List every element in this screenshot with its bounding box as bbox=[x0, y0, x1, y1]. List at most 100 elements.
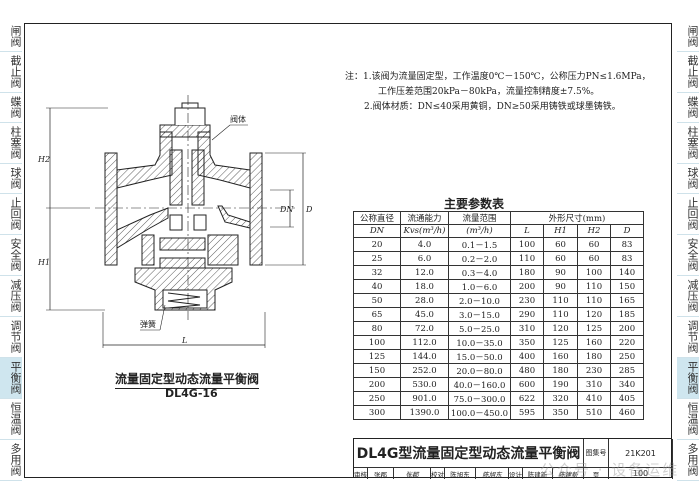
dim-l: L bbox=[181, 336, 187, 345]
category-tab[interactable]: 柱塞阀 bbox=[677, 123, 699, 164]
table-cell: 200 bbox=[353, 377, 401, 392]
category-tab[interactable]: 平衡阀 bbox=[677, 358, 699, 399]
drawing-model: DL4G-16 bbox=[165, 387, 218, 400]
category-tab[interactable]: 柱塞阀 bbox=[0, 123, 22, 164]
category-tab[interactable]: 止回阀 bbox=[677, 194, 699, 235]
table-cell: 90 bbox=[543, 265, 578, 280]
category-tab[interactable]: 蝶阀 bbox=[0, 93, 22, 123]
table-cell: 285 bbox=[610, 363, 644, 378]
header-range-sub: (m³/h) bbox=[448, 224, 511, 238]
note-2: 2.阀体材质：DN≤40采用黄铜，DN≥50采用铸铁或球墨铸铁。 bbox=[364, 102, 621, 112]
table-cell: 20.0－80.0 bbox=[448, 363, 511, 378]
table-cell: 180 bbox=[577, 349, 611, 364]
category-tab[interactable]: 球阀 bbox=[677, 164, 699, 194]
check-label: 校对 bbox=[431, 468, 445, 479]
category-tab[interactable]: 蝶阀 bbox=[677, 93, 699, 123]
category-tab[interactable]: 截止阀 bbox=[0, 52, 22, 93]
table-cell: 28.0 bbox=[400, 293, 449, 308]
header-dn: 公称直径 bbox=[353, 211, 401, 225]
header-d: D bbox=[610, 224, 644, 238]
left-flange bbox=[104, 152, 118, 266]
header-kvs-sub: Kvs(m³/h) bbox=[400, 224, 449, 238]
table-cell: 190 bbox=[543, 377, 578, 392]
table-cell: 0.2－2.0 bbox=[448, 251, 511, 266]
category-tab[interactable]: 减压阀 bbox=[677, 276, 699, 317]
category-tab[interactable]: 截止阀 bbox=[677, 52, 699, 93]
table-cell: 0.1－1.5 bbox=[448, 237, 511, 252]
table-cell: 110 bbox=[543, 293, 578, 308]
category-tab[interactable]: 安全阀 bbox=[677, 235, 699, 276]
table-cell: 110 bbox=[577, 279, 611, 294]
table-cell: 150 bbox=[353, 363, 401, 378]
table-cell: 480 bbox=[510, 363, 544, 378]
table-cell: 112.0 bbox=[400, 335, 449, 350]
dim-h2: H2 bbox=[37, 155, 50, 164]
watermark: 公众号 · 设备运维 bbox=[540, 461, 680, 479]
spring bbox=[167, 292, 201, 309]
category-tab[interactable]: 恒温阀 bbox=[677, 399, 699, 440]
category-tab[interactable]: 安全阀 bbox=[0, 235, 22, 276]
table-cell: 100.0－450.0 bbox=[448, 405, 511, 420]
table-cell: 60 bbox=[543, 251, 578, 266]
category-tab[interactable]: 调节阀 bbox=[0, 317, 22, 358]
category-tab[interactable]: 球阀 bbox=[0, 164, 22, 194]
table-cell: 405 bbox=[610, 391, 644, 406]
table-cell: 60 bbox=[577, 237, 611, 252]
table-cell: 185 bbox=[610, 307, 644, 322]
table-cell: 595 bbox=[510, 405, 544, 420]
category-tab[interactable]: 多用阀 bbox=[677, 440, 699, 481]
label-valve-body: 阀体 bbox=[230, 114, 246, 124]
header-range: 流量范围 bbox=[448, 211, 511, 225]
table-cell: 100 bbox=[510, 237, 544, 252]
table-cell: 40.0－160.0 bbox=[448, 377, 511, 392]
table-cell: 622 bbox=[510, 391, 544, 406]
table-cell: 350 bbox=[510, 335, 544, 350]
category-tab[interactable]: 闸阀 bbox=[0, 22, 22, 52]
table-cell: 290 bbox=[510, 307, 544, 322]
table-cell: 20 bbox=[353, 237, 401, 252]
table-cell: 80 bbox=[353, 321, 401, 336]
table-cell: 4.0 bbox=[400, 237, 449, 252]
category-tab[interactable]: 多用阀 bbox=[0, 440, 22, 481]
table-cell: 65 bbox=[353, 307, 401, 322]
category-tab[interactable]: 闸阀 bbox=[677, 22, 699, 52]
table-cell: 1390.0 bbox=[400, 405, 449, 420]
header-dims: 外形尺寸(mm) bbox=[510, 211, 644, 225]
table-cell: 200 bbox=[610, 321, 644, 336]
category-tab[interactable]: 恒温阀 bbox=[0, 399, 22, 440]
category-tab[interactable]: 止回阀 bbox=[0, 194, 22, 235]
piston bbox=[169, 149, 183, 206]
right-category-tabs: 闸阀截止阀蝶阀柱塞阀球阀止回阀安全阀减压阀调节阀平衡阀恒温阀多用阀 bbox=[677, 22, 699, 481]
note-1: 注：1.该阀为流量固定型，工作温度0℃－150℃，公称压力PN≤1.6MPa， bbox=[345, 72, 651, 82]
table-cell: 5.0－25.0 bbox=[448, 321, 511, 336]
drawing-frame bbox=[24, 23, 672, 478]
category-tab[interactable]: 调节阀 bbox=[677, 317, 699, 358]
table-cell: 12.0 bbox=[400, 265, 449, 280]
table-cell: 250 bbox=[610, 349, 644, 364]
design-label: 设计 bbox=[509, 468, 523, 479]
checker-signature: 陈旭东 bbox=[476, 468, 509, 479]
category-tab[interactable]: 减压阀 bbox=[0, 276, 22, 317]
table-cell: 40 bbox=[353, 279, 401, 294]
table-cell: 144.0 bbox=[400, 349, 449, 364]
table-cell: 530.0 bbox=[400, 377, 449, 392]
table-cell: 32 bbox=[353, 265, 401, 280]
bottom-cap bbox=[134, 267, 233, 311]
table-title: 主要参数表 bbox=[444, 197, 505, 211]
header-l: L bbox=[510, 224, 544, 238]
table-cell: 600 bbox=[510, 377, 544, 392]
table-cell: 0.3－4.0 bbox=[448, 265, 511, 280]
table-cell: 310 bbox=[510, 321, 544, 336]
table-cell: 160 bbox=[577, 335, 611, 350]
parameter-table: 公称直径 流通能力 流量范围 外形尺寸(mm) DN Kvs(m³/h) (m³… bbox=[353, 211, 644, 420]
category-tab[interactable]: 平衡阀 bbox=[0, 358, 22, 399]
table-cell: 252.0 bbox=[400, 363, 449, 378]
reviewer: 张郡 bbox=[368, 468, 394, 479]
valve-body-upper bbox=[116, 131, 173, 189]
